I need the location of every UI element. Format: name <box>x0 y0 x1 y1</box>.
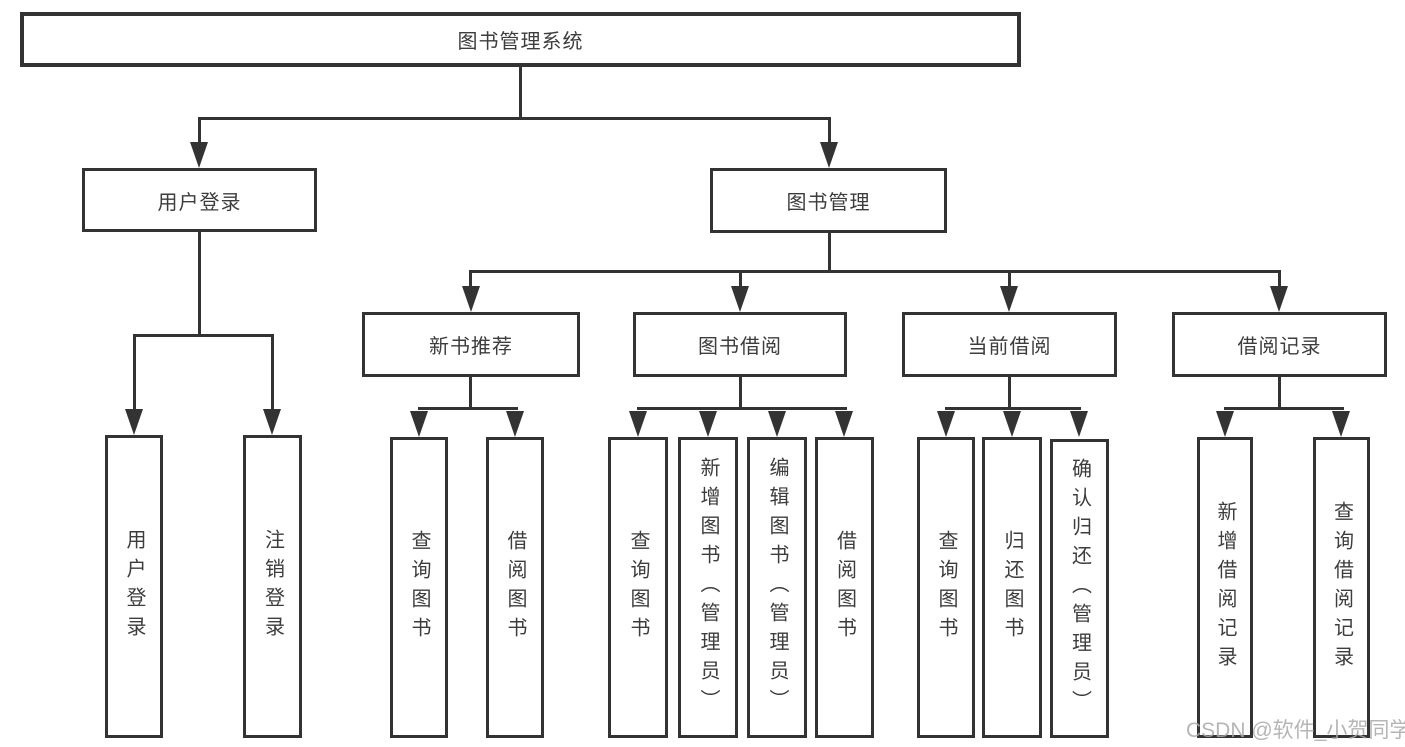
leaf-query-borrow-record: 查询借阅记录 <box>1313 437 1370 738</box>
connector-line <box>739 377 742 410</box>
leaf-query-books-current: 查询图书 <box>917 437 975 738</box>
node-new-book-recommend: 新书推荐 <box>362 312 580 377</box>
leaf-edit-books-admin: 编辑图书（管理员） <box>747 437 807 738</box>
connector-line <box>133 334 274 337</box>
leaf-add-borrow-record: 新增借阅记录 <box>1197 437 1253 738</box>
arrowhead-icon <box>1270 286 1288 312</box>
connector-line <box>739 270 742 288</box>
csdn-watermark: CSDN @软件_小贺同学 <box>1186 719 1405 742</box>
node-library-system: 图书管理系统 <box>20 12 1021 67</box>
arrowhead-icon <box>1070 411 1088 437</box>
arrowhead-icon <box>410 411 428 437</box>
node-borrow-records: 借阅记录 <box>1172 312 1387 377</box>
arrowhead-icon <box>768 411 786 437</box>
node-current-borrowing: 当前借阅 <box>902 312 1117 377</box>
arrowhead-icon <box>699 411 717 437</box>
connector-line <box>1278 377 1281 410</box>
arrowhead-icon <box>462 286 480 312</box>
arrowhead-icon <box>506 411 524 437</box>
leaf-query-books-borrowing: 查询图书 <box>608 437 668 738</box>
leaf-borrow-books: 借阅图书 <box>815 437 874 738</box>
leaf-confirm-return-admin: 确认归还（管理员） <box>1050 439 1109 738</box>
connector-line <box>469 377 472 410</box>
connector-line <box>418 407 518 410</box>
arrowhead-icon <box>937 411 955 437</box>
connector-line <box>469 270 472 288</box>
arrowhead-icon <box>263 409 281 435</box>
arrowhead-icon <box>125 409 143 435</box>
leaf-user-login: 用户登录 <box>105 435 163 738</box>
leaf-add-books-admin: 新增图书（管理员） <box>678 437 738 738</box>
leaf-query-books-recommend: 查询图书 <box>390 437 448 738</box>
connector-line <box>198 117 831 120</box>
connector-line <box>1008 377 1011 410</box>
connector-line <box>945 407 1081 410</box>
connector-line <box>469 270 1280 273</box>
arrowhead-icon <box>1332 411 1350 437</box>
connector-line <box>271 334 274 412</box>
arrowhead-icon <box>731 286 749 312</box>
node-user-login: 用户登录 <box>82 168 317 232</box>
arrowhead-icon <box>835 411 853 437</box>
connector-line <box>519 67 522 117</box>
connector-line <box>133 334 136 412</box>
connector-line <box>198 232 201 337</box>
connector-line <box>198 117 201 145</box>
connector-line <box>1008 270 1011 288</box>
connector-line <box>1278 270 1281 288</box>
connector-line <box>828 117 831 145</box>
connector-line <box>637 407 847 410</box>
leaf-logout: 注销登录 <box>243 435 302 738</box>
arrowhead-icon <box>629 411 647 437</box>
arrowhead-icon <box>1216 411 1234 437</box>
arrowhead-icon <box>820 142 838 168</box>
leaf-borrow-books-recommend: 借阅图书 <box>486 437 544 738</box>
arrowhead-icon <box>190 142 208 168</box>
node-book-management: 图书管理 <box>710 168 947 233</box>
connector-line <box>828 233 831 273</box>
leaf-return-books: 归还图书 <box>982 437 1042 738</box>
arrowhead-icon <box>1000 286 1018 312</box>
arrowhead-icon <box>1003 411 1021 437</box>
node-book-borrowing: 图书借阅 <box>633 312 847 377</box>
connector-line <box>1224 407 1344 410</box>
